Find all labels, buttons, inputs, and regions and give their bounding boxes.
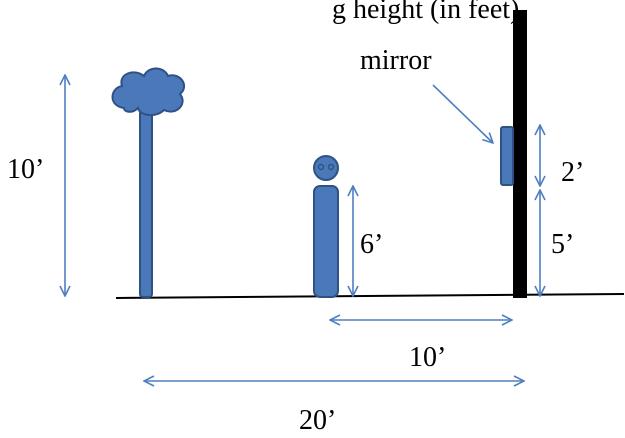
person-right-eye xyxy=(327,163,335,171)
tree-trunk xyxy=(139,109,153,298)
person-head xyxy=(313,155,339,181)
person-body xyxy=(313,185,339,298)
ground-line xyxy=(115,293,625,299)
tree-canopy xyxy=(111,67,186,116)
mirror-label: mirror xyxy=(360,45,432,76)
person xyxy=(313,155,339,298)
tree-height-label: 10’ xyxy=(7,154,44,185)
mirror-size-label: 2’ xyxy=(561,157,584,188)
person-height-label: 6’ xyxy=(360,229,383,260)
mirror-pointer-arrow xyxy=(432,84,493,143)
person-to-wall-label: 10’ xyxy=(409,342,446,373)
mirror-rect xyxy=(500,126,514,186)
heading-fragment: g height (in feet) xyxy=(332,0,519,25)
tree xyxy=(111,67,186,298)
mirror-base-height-label: 5’ xyxy=(551,229,574,260)
person-left-eye xyxy=(317,163,325,171)
tree-to-wall-label: 20’ xyxy=(299,405,336,436)
wall xyxy=(513,10,527,298)
